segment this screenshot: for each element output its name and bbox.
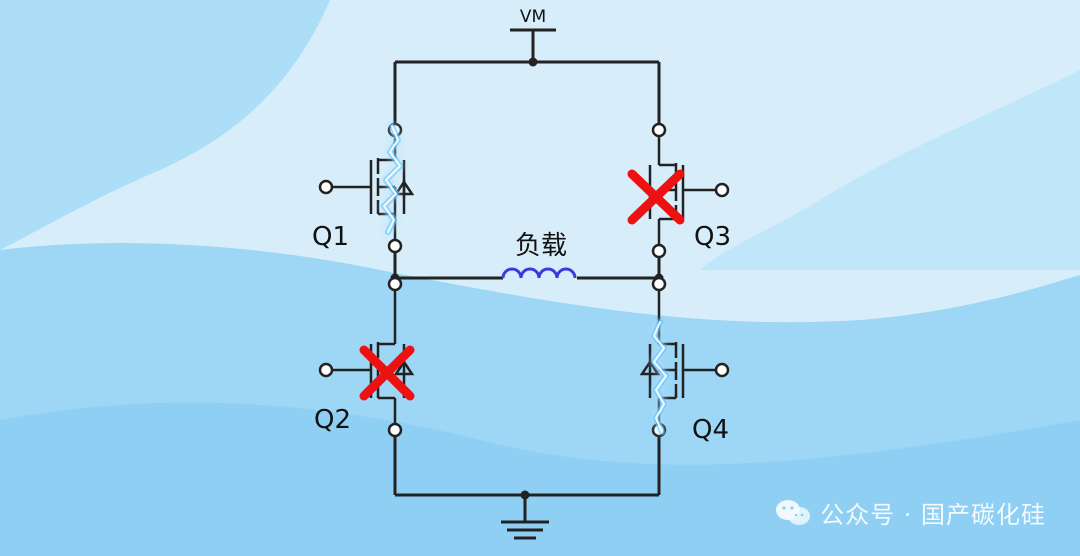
lightning-glow-icon <box>381 123 669 435</box>
load-label: 负载 <box>515 231 567 261</box>
load-inductor <box>501 267 577 279</box>
q4-label: Q4 <box>692 415 729 445</box>
bg-wave-lower <box>0 402 1080 556</box>
watermark: 公众号 · 国产碳化硅 <box>774 495 1046 530</box>
q3-off-marker-icon <box>627 169 685 225</box>
q1-label: Q1 <box>312 222 349 252</box>
bg-wave-top-left <box>0 0 330 250</box>
q3-label: Q3 <box>694 222 731 252</box>
watermark-text: 公众号 · 国产碳化硅 <box>820 501 1046 529</box>
red-x-icon <box>359 169 685 401</box>
wechat-logo-icon <box>776 499 811 525</box>
supply-label: VM <box>520 7 546 27</box>
q2-off-marker-icon <box>359 345 415 401</box>
q2-label: Q2 <box>314 405 351 435</box>
bg-wave-right <box>700 70 1080 270</box>
